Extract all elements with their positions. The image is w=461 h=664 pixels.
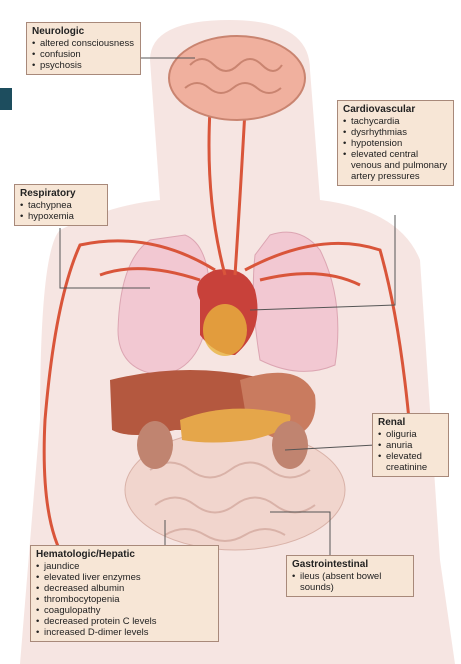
neurologic-item: altered consciousness (32, 38, 135, 49)
cardiovascular-title: Cardiovascular (343, 104, 448, 115)
respiratory-item: hypoxemia (20, 211, 102, 222)
gastrointestinal-item: ileus (absent bowel sounds) (292, 571, 408, 593)
respiratory-item: tachypnea (20, 200, 102, 211)
neurologic-item: psychosis (32, 60, 135, 71)
neurologic-box: Neurologic altered consciousness confusi… (26, 22, 141, 75)
renal-box: Renal oliguria anuria elevated creatinin… (372, 413, 449, 477)
hematologic-item: thrombocytopenia (36, 594, 213, 605)
renal-title: Renal (378, 417, 443, 428)
hematologic-item: elevated liver enzymes (36, 572, 213, 583)
neurologic-item: confusion (32, 49, 135, 60)
right-kidney (137, 421, 173, 469)
left-accent-bar (0, 88, 12, 110)
hematologic-item: coagulopathy (36, 605, 213, 616)
hematologic-box: Hematologic/Hepatic jaundice elevated li… (30, 545, 219, 642)
hematologic-item: decreased albumin (36, 583, 213, 594)
hematologic-item: increased D-dimer levels (36, 627, 213, 638)
gastrointestinal-title: Gastrointestinal (292, 559, 408, 570)
cardiovascular-item: tachycardia (343, 116, 448, 127)
respiratory-title: Respiratory (20, 188, 102, 199)
renal-item: oliguria (378, 429, 443, 440)
renal-item: anuria (378, 440, 443, 451)
renal-item: elevated creatinine (378, 451, 443, 473)
neurologic-title: Neurologic (32, 26, 135, 37)
cardiovascular-item: dysrhythmias (343, 127, 448, 138)
cardiovascular-item: elevated central venous and pulmonary ar… (343, 149, 448, 182)
gastrointestinal-box: Gastrointestinal ileus (absent bowel sou… (286, 555, 414, 597)
cardiovascular-item: hypotension (343, 138, 448, 149)
brain (169, 36, 305, 120)
heart-highlight (203, 304, 247, 356)
hematologic-title: Hematologic/Hepatic (36, 549, 213, 560)
hematologic-item: decreased protein C levels (36, 616, 213, 627)
hematologic-item: jaundice (36, 561, 213, 572)
left-kidney (272, 421, 308, 469)
respiratory-box: Respiratory tachypnea hypoxemia (14, 184, 108, 226)
cardiovascular-box: Cardiovascular tachycardia dysrhythmias … (337, 100, 454, 186)
